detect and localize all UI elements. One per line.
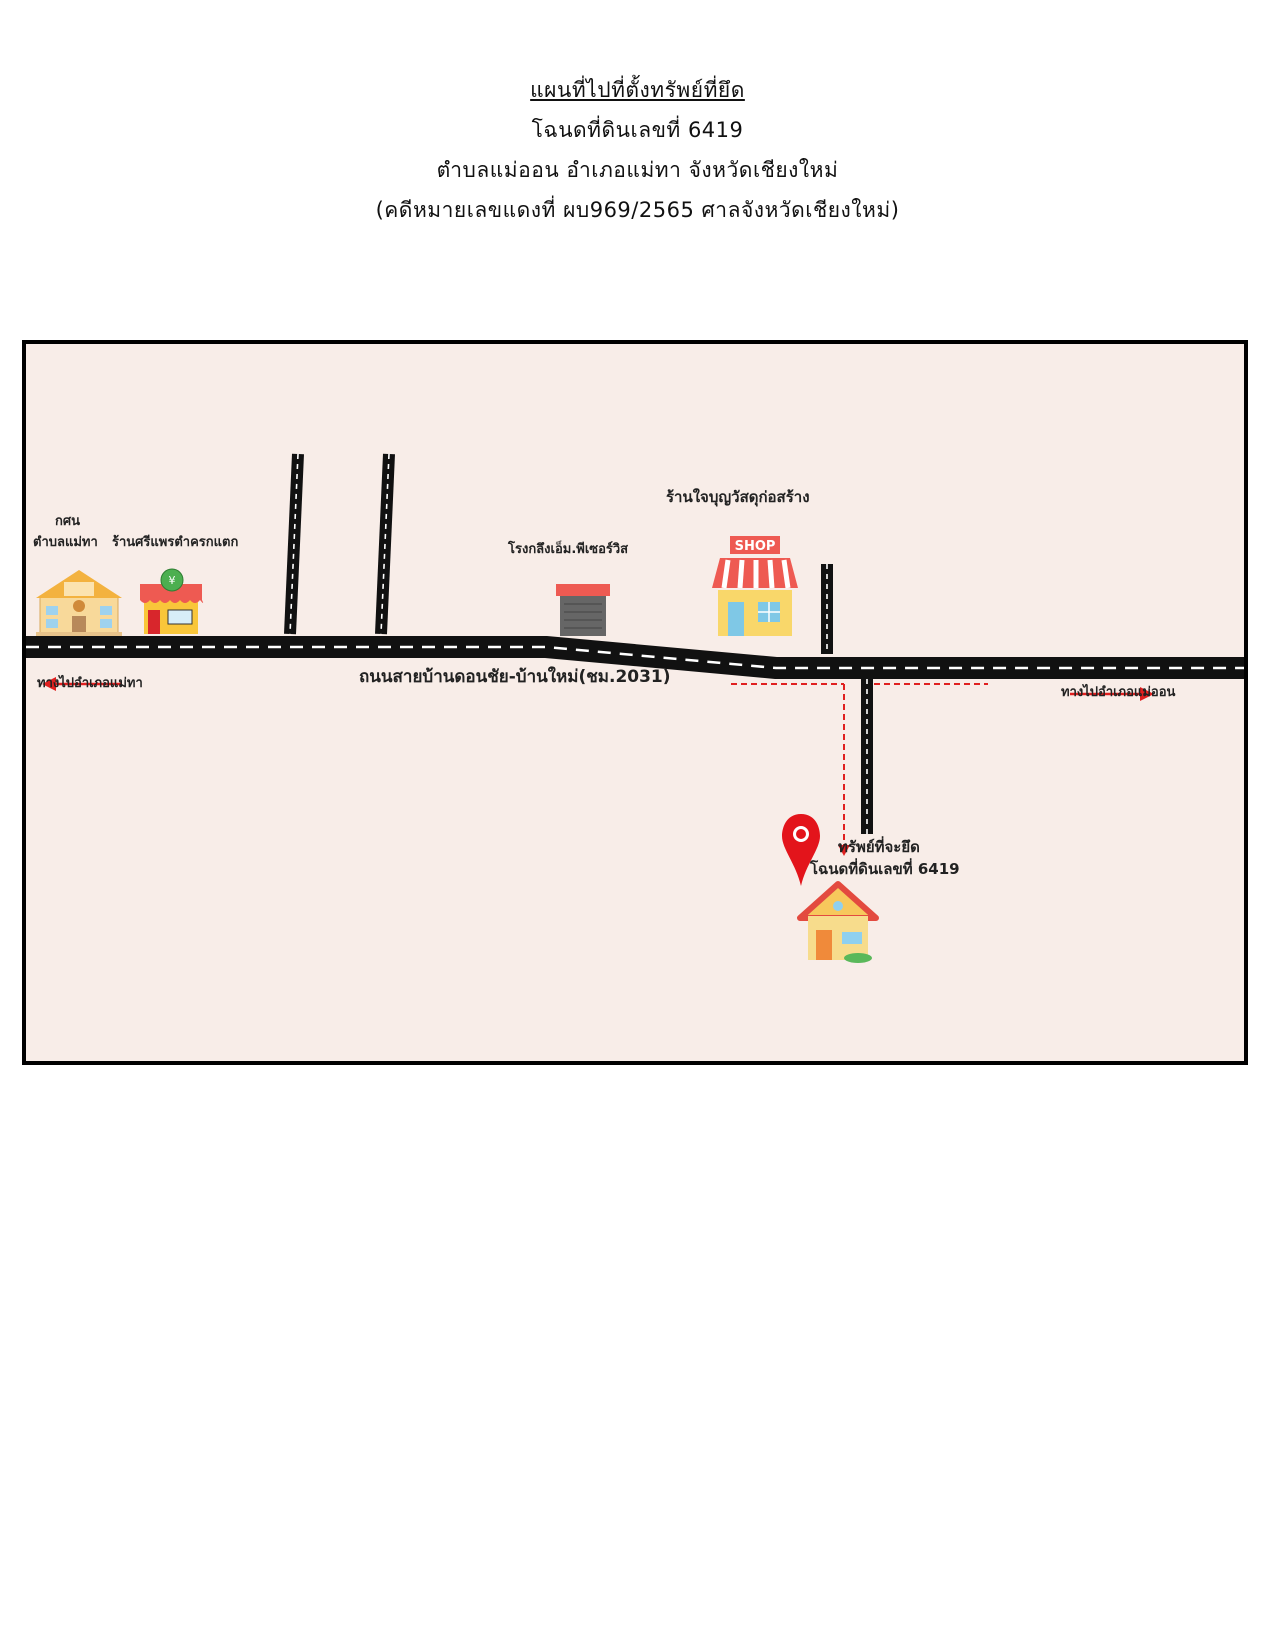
side-road-2 bbox=[375, 453, 395, 635]
deed-number: โฉนดที่ดินเลขที่ 6419 bbox=[531, 118, 744, 142]
restaurant-label: ร้านศรีแพรตำครกแตก bbox=[112, 535, 239, 550]
school-building-icon bbox=[36, 570, 122, 636]
direction-left-label: ทางไปอำเภอแม่ทา bbox=[37, 676, 143, 691]
workshop-icon bbox=[556, 584, 610, 636]
shop-sign-text: SHOP bbox=[735, 539, 776, 554]
document-header: แผนที่ไปที่ตั้งทรัพย์ที่ยึด โฉนดที่ดินเล… bbox=[0, 70, 1275, 230]
location-pin-icon bbox=[782, 814, 820, 886]
case-line: (คดีหมายเลขแดงที่ ผบ969/2565 ศาลจังหวัดเ… bbox=[375, 198, 900, 222]
right-arrow-icon bbox=[1070, 687, 1154, 701]
school-label-line1: กศน bbox=[55, 514, 81, 529]
map-frame: ¥ SHOP bbox=[22, 340, 1248, 1065]
school-label-line2: ตำบลแม่ทา bbox=[33, 535, 98, 550]
main-road bbox=[26, 636, 1244, 679]
road-name-label: ถนนสายบ้านดอนชัย-บ้านใหม่(ชม.2031) bbox=[359, 667, 671, 687]
direction-right-label: ทางไปอำเภอแม่ออน bbox=[1061, 685, 1176, 700]
map-title: แผนที่ไปที่ตั้งทรัพย์ที่ยึด bbox=[530, 78, 745, 102]
restaurant-icon: ¥ bbox=[140, 568, 204, 634]
target-label-line2: โฉนดที่ดินเลขที่ 6419 bbox=[810, 860, 960, 878]
side-road-1 bbox=[284, 453, 304, 635]
map-canvas: ¥ SHOP bbox=[26, 453, 1244, 963]
shop-icon: SHOP bbox=[712, 536, 798, 636]
location-line: ตำบลแม่ออน อำเภอแม่ทา จังหวัดเชียงใหม่ bbox=[436, 158, 839, 182]
svg-text:¥: ¥ bbox=[169, 574, 176, 587]
target-label-line1: ทรัพย์ที่จะยึด bbox=[838, 838, 920, 856]
hardware-store-label: ร้านใจบุญวัสดุก่อสร้าง bbox=[666, 488, 810, 506]
mill-label: โรงกลึงเอ็ม.พีเซอร์วิส bbox=[508, 542, 629, 557]
left-arrow-icon bbox=[42, 677, 122, 691]
target-house-icon bbox=[797, 881, 879, 963]
red-route-arrowhead bbox=[838, 845, 850, 856]
